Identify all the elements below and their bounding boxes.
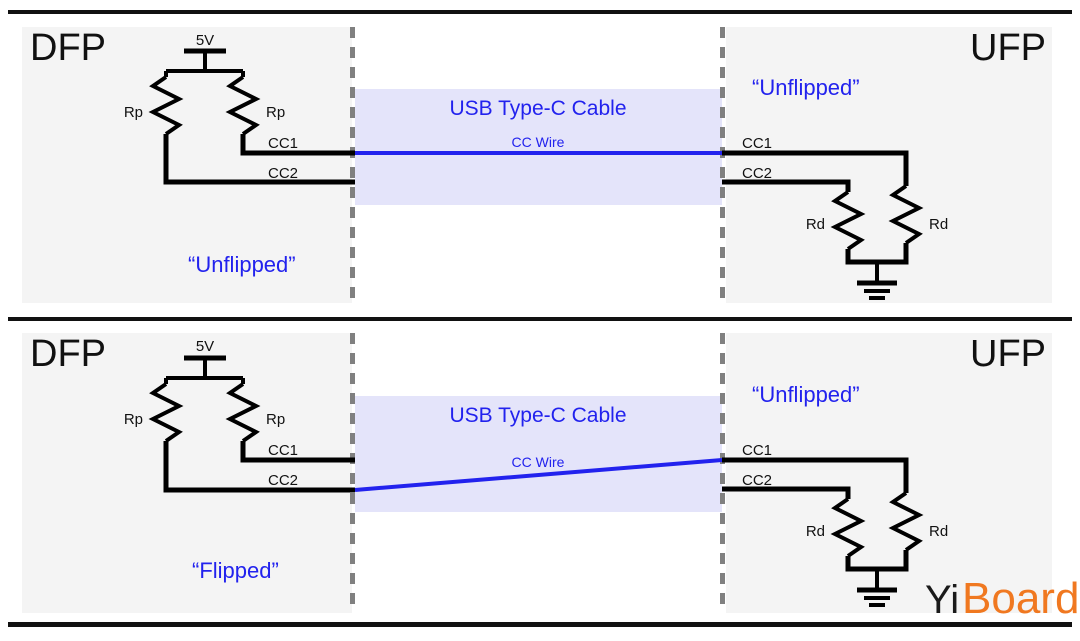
panel-bottom-ufp-rd-left-resistor — [830, 497, 866, 558]
panel-top-ufp-cc2-label: CC2 — [742, 165, 772, 182]
panel-bottom-ufp-cc1-label: CC1 — [742, 442, 772, 459]
panel-bottom-dfp-cc2-wire — [163, 441, 355, 493]
panel-top-dfp-rp-left-label: Rp — [124, 104, 143, 121]
panel-bottom-dfp-cc1-wire — [240, 441, 355, 463]
panel-top-dfp-orientation-label: “Unflipped” — [188, 252, 296, 277]
top-border-rule — [8, 10, 1072, 14]
panel-bottom-dfp-rp-left-label: Rp — [124, 411, 143, 428]
panel-bottom-cable-band — [355, 396, 722, 512]
panel-top-dfp-rp-right-label: Rp — [266, 104, 285, 121]
panel-bottom-dfp-cc1-label: CC1 — [268, 442, 298, 459]
panel-bottom-ufp-cc2-wire — [722, 486, 851, 499]
panel-bottom-dfp-rp-left-resistor — [148, 382, 184, 443]
panel-bottom-cable-title: USB Type-C Cable — [449, 404, 626, 427]
panel-top-ufp-cc1-label: CC1 — [742, 135, 772, 152]
panel-divider-rule — [8, 317, 1072, 321]
panel-bottom-ufp-rd-left-label: Rd — [806, 523, 825, 540]
panel-bottom-dfp-supply-label: 5V — [196, 338, 214, 355]
panel-top-cable-title: USB Type-C Cable — [449, 97, 626, 120]
panel-bottom-cc-wire-crossed — [354, 458, 723, 492]
panel-bottom-ufp-orientation-label: “Unflipped” — [752, 382, 860, 407]
panel-bottom-cable-wire-label: CC Wire — [512, 454, 565, 470]
panel-top-ufp-rd-left-resistor — [830, 190, 866, 251]
panel-bottom-ufp-cc2-label: CC2 — [742, 472, 772, 489]
panel-top-dfp-role-label: DFP — [30, 27, 106, 69]
bottom-border-rule — [8, 622, 1072, 627]
panel-bottom: DFP 5V Rp Rp CC1 CC2 “Flipped” USB Type-… — [22, 333, 1079, 623]
panel-top-dfp-cc2-wire — [163, 134, 355, 185]
panel-bottom-dfp-background — [22, 333, 352, 613]
panel-top-cable-wire-label: CC Wire — [512, 134, 565, 150]
panel-top: DFP 5V Rp Rp CC1 CC2 “Unflipped” USB Typ… — [22, 27, 1052, 303]
panel-top-cable-band — [355, 89, 722, 205]
watermark-yi-text: Yi — [925, 578, 959, 622]
watermark-board-text: Board — [962, 574, 1079, 623]
panel-bottom-dfp-rp-right-resistor — [225, 382, 261, 443]
panel-top-dfp-cc1-label: CC1 — [268, 135, 298, 152]
panel-top-ufp-role-label: UFP — [970, 27, 1046, 69]
panel-top-ufp-cc2-wire — [722, 179, 851, 192]
panel-top-dfp-supply-label: 5V — [196, 32, 214, 49]
panel-top-ufp-rd-right-label: Rd — [929, 216, 948, 233]
panel-bottom-ufp-role-label: UFP — [970, 333, 1046, 375]
panel-bottom-dfp-role-label: DFP — [30, 333, 106, 375]
panel-top-dfp-cc2-label: CC2 — [268, 165, 298, 182]
panel-bottom-ufp-background — [726, 333, 1052, 613]
panel-bottom-dfp-cc2-label: CC2 — [268, 472, 298, 489]
panel-top-dfp-rp-left-resistor — [148, 75, 184, 136]
panel-top-ufp-rd-left-label: Rd — [806, 216, 825, 233]
panel-top-ufp-background — [726, 27, 1052, 303]
panel-bottom-ufp-rd-right-label: Rd — [929, 523, 948, 540]
panel-top-ufp-cc1-wire — [722, 150, 909, 186]
panel-top-dfp-cc1-wire — [240, 134, 355, 156]
panel-top-ufp-orientation-label: “Unflipped” — [752, 75, 860, 100]
panel-bottom-ufp-rd-right-resistor — [888, 491, 924, 552]
panel-bottom-dfp-orientation-label: “Flipped” — [192, 558, 279, 583]
panel-top-ufp-rd-right-resistor — [888, 184, 924, 245]
panel-bottom-ufp-cc1-wire — [722, 457, 909, 493]
panel-bottom-dfp-rp-right-label: Rp — [266, 411, 285, 428]
panel-top-dfp-rp-right-resistor — [225, 75, 261, 136]
